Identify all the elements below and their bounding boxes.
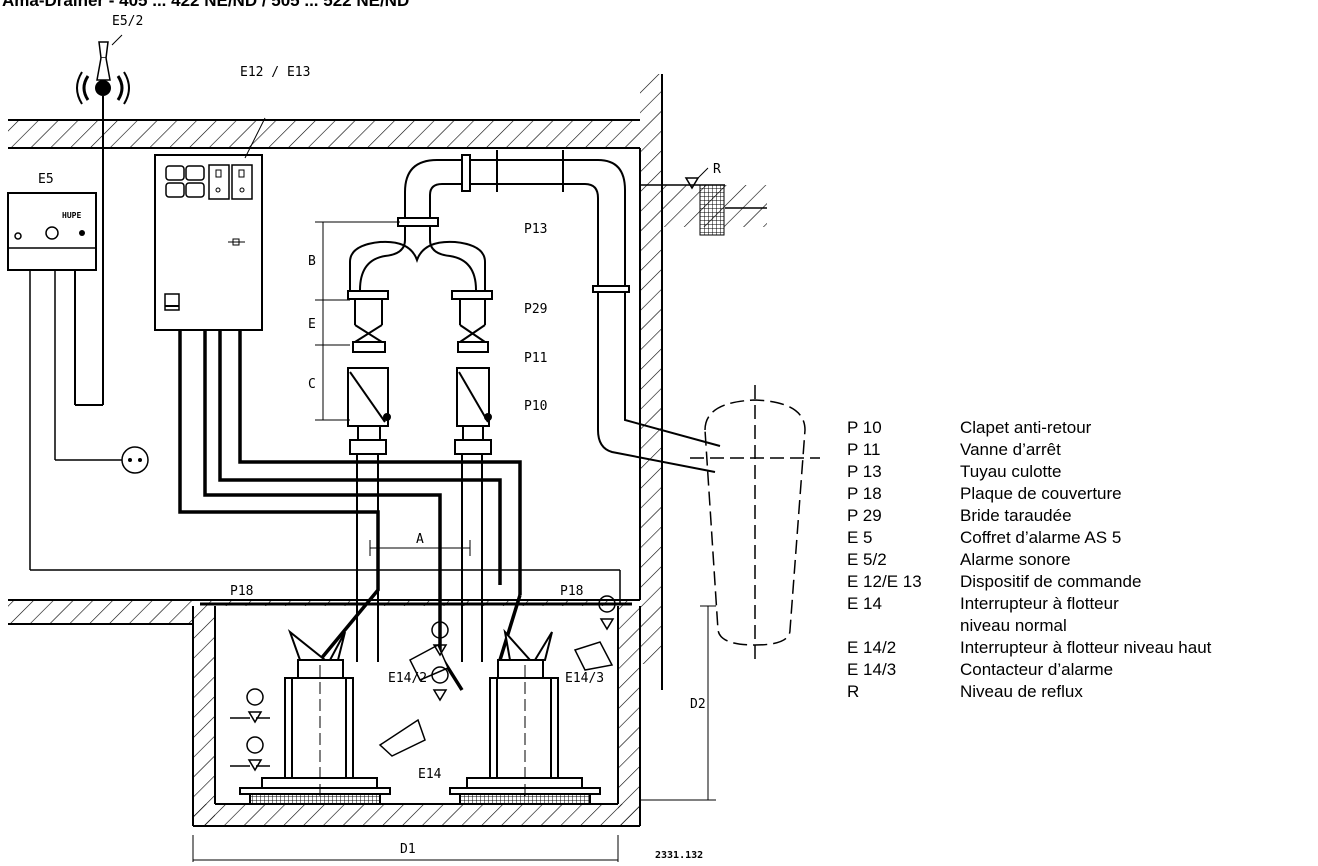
drawing-number: 2331.132 — [655, 850, 704, 861]
page-title: Ama-Drainer - 405 ... 422 NE/ND / 505 ..… — [2, 0, 410, 10]
label-p18-right: P18 — [560, 584, 583, 599]
right-wall — [639, 74, 663, 690]
legend-description: Interrupteur à flotteur — [960, 594, 1119, 613]
label-dim-a: A — [416, 532, 424, 547]
pump-left — [239, 629, 391, 805]
legend-code: E 14/3 — [847, 660, 897, 679]
level-marks — [230, 595, 616, 772]
legend-row: E 5 Coffret d’alarme AS 5 — [847, 527, 1211, 549]
legend-row: P 29 Bride taraudée — [847, 505, 1211, 527]
label-e14-2: E14/2 — [388, 671, 427, 686]
label-p13: P13 — [524, 222, 547, 237]
label-dim-d1: D1 — [400, 842, 416, 857]
siren — [74, 34, 130, 406]
legend-description: Bride taraudée — [960, 506, 1072, 525]
label-r: R — [713, 162, 721, 177]
legend-row: E 14 Interrupteur à flotteur — [847, 593, 1211, 615]
legend-code: P 10 — [847, 418, 882, 437]
legend-code — [847, 615, 960, 637]
legend-description: Coffret d’alarme AS 5 — [960, 528, 1122, 547]
legend-code: P 13 — [847, 462, 882, 481]
label-e14-3: E14/3 — [565, 671, 604, 686]
legend-description: Plaque de couverture — [960, 484, 1122, 503]
legend-row: P 18 Plaque de couverture — [847, 483, 1211, 505]
legend-row: niveau normal — [847, 615, 1211, 637]
legend-row: E 14/2 Interrupteur à flotteur niveau hau… — [847, 637, 1211, 659]
label-dim-b: B — [308, 254, 316, 269]
dimension-lines — [192, 221, 716, 862]
sewer-outline — [690, 385, 820, 660]
label-p10: P10 — [524, 399, 547, 414]
legend-code: P 29 — [847, 506, 882, 525]
legend-code: E 14/2 — [847, 638, 897, 657]
ground-outside — [640, 167, 767, 236]
ceiling-slab — [8, 119, 640, 149]
legend-code: E 5 — [847, 528, 873, 547]
legend-code: P 11 — [847, 440, 881, 459]
legend-row: R Niveau de reflux — [847, 681, 1211, 703]
label-hupe: HUPE — [62, 211, 81, 220]
legend-description: Alarme sonore — [960, 550, 1071, 569]
label-e14: E14 — [418, 767, 442, 782]
legend-description: niveau normal — [960, 616, 1067, 635]
legend-description: Clapet anti-retour — [960, 418, 1092, 437]
label-dim-d2: D2 — [690, 697, 706, 712]
label-p18-left: P18 — [230, 584, 253, 599]
label-e5: E5 — [38, 172, 54, 187]
legend-code: E 12/E 13 — [847, 572, 922, 591]
legend-code: E 14 — [847, 594, 882, 613]
legend-row: P 10 Clapet anti-retour — [847, 417, 1211, 439]
label-p11: P11 — [524, 351, 547, 366]
legend-row: P 13 Tuyau culotte — [847, 461, 1211, 483]
legend-row: E 12/E 13 Dispositif de commande — [847, 571, 1211, 593]
control-unit — [154, 117, 266, 331]
legend-code: E 5/2 — [847, 550, 887, 569]
label-e5-2: E5/2 — [112, 14, 143, 29]
legend-description: Interrupteur à flotteur niveau haut — [960, 638, 1212, 657]
legend-row: E 14/3 Contacteur d’alarme — [847, 659, 1211, 681]
legend-description: Vanne d’arrêt — [960, 440, 1061, 459]
discharge-pipes — [347, 150, 721, 662]
legend-row: P 11 Vanne d’arrêt — [847, 439, 1211, 461]
legend-description: Tuyau culotte — [960, 462, 1062, 481]
pit — [192, 602, 641, 827]
legend-description: Niveau de reflux — [960, 682, 1083, 701]
label-dim-e: E — [308, 317, 316, 332]
legend-code: P 18 — [847, 484, 882, 503]
legend-row: E 5/2 Alarme sonore — [847, 549, 1211, 571]
legend-description: Dispositif de commande — [960, 572, 1142, 591]
label-p29: P29 — [524, 302, 547, 317]
legend-code: R — [847, 682, 860, 701]
label-e12-e13: E12 / E13 — [240, 65, 310, 80]
label-dim-c: C — [308, 377, 316, 392]
legend-description: Contacteur d’alarme — [960, 660, 1114, 679]
